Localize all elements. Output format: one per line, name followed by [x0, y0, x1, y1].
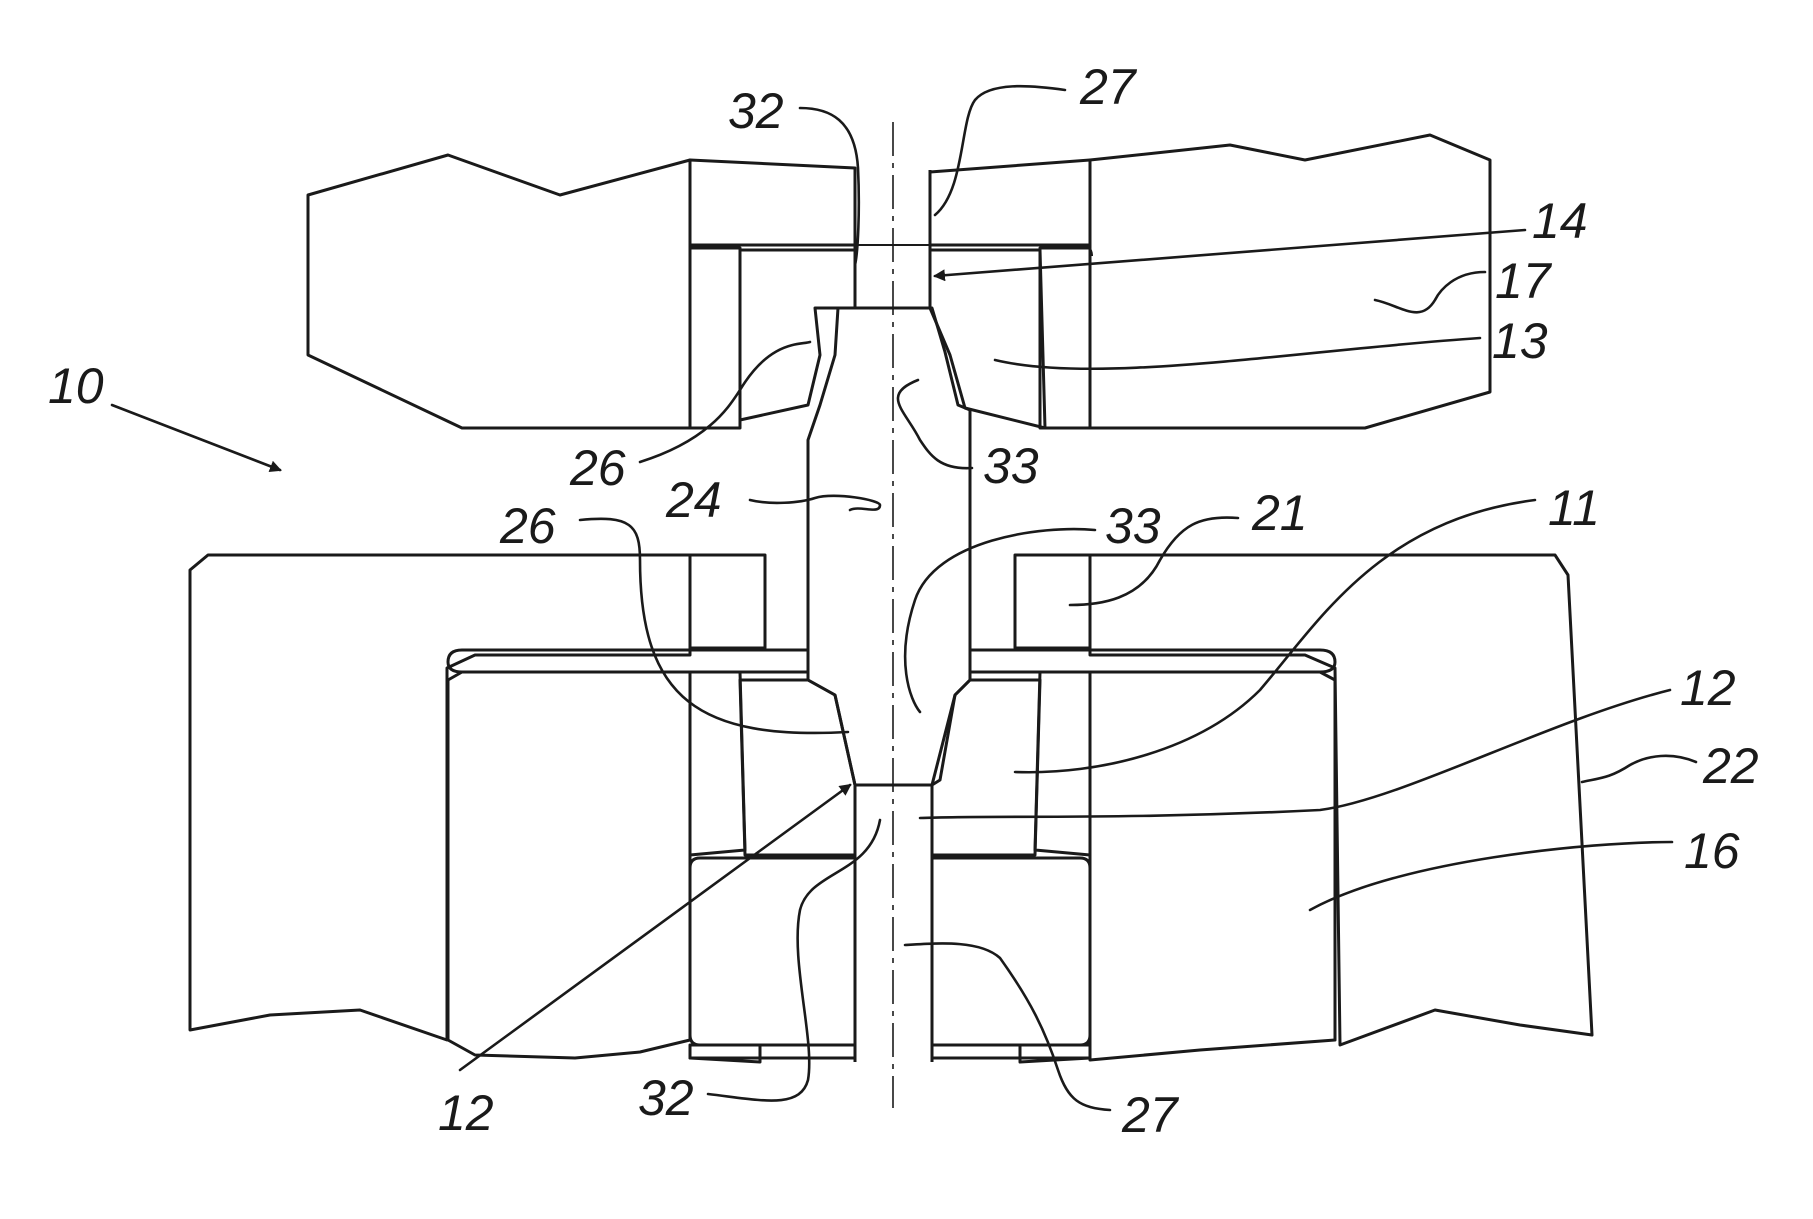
- label-21: 21: [1251, 485, 1308, 541]
- label-14: 14: [1532, 193, 1588, 249]
- lower-base-left: [690, 858, 855, 1045]
- label-33-mid: 33: [1105, 498, 1161, 554]
- upper-die-assembly: [308, 135, 1490, 428]
- label-32-bottom: 32: [638, 1070, 694, 1126]
- upper-top-plate-right: [930, 160, 1090, 245]
- shrink-ring-16-left: [448, 672, 690, 1058]
- label-22: 22: [1702, 738, 1759, 794]
- reference-numerals: 10 32 27 14 17 13 26 33 24 26 33 21 11 1…: [48, 59, 1759, 1143]
- label-26-top: 26: [569, 440, 626, 496]
- arrow-10: [112, 405, 280, 470]
- label-10: 10: [48, 358, 104, 414]
- lower-casing-right: [1035, 672, 1090, 855]
- upper-ring-right: [1040, 248, 1090, 428]
- label-17: 17: [1495, 253, 1553, 309]
- holder-22: [1090, 555, 1592, 1045]
- label-11: 11: [1548, 480, 1600, 536]
- holder-17-right: [1090, 135, 1490, 428]
- lower-base-right: [932, 858, 1090, 1045]
- ring-21-left: [690, 555, 765, 648]
- ring-21: [1015, 555, 1090, 648]
- lower-die-assembly: [190, 555, 1592, 1062]
- lower-casing-left: [690, 672, 745, 855]
- label-27-bottom: 27: [1121, 1087, 1180, 1143]
- holder-17-left: [308, 155, 690, 428]
- shrink-ring-16: [1090, 672, 1335, 1060]
- upper-top-plate-left: [690, 160, 855, 245]
- leader-lines: [112, 86, 1696, 1110]
- label-33-top: 33: [983, 438, 1039, 494]
- die-insert-11-left: [740, 680, 855, 855]
- lower-plate-band: [448, 650, 808, 672]
- die-insert-11: [932, 680, 1040, 855]
- label-32-top: 32: [728, 83, 784, 139]
- label-27-top: 27: [1079, 59, 1138, 115]
- label-13: 13: [1492, 313, 1548, 369]
- label-16: 16: [1684, 823, 1740, 879]
- label-12-bottom: 12: [438, 1085, 494, 1141]
- holder-22-left: [190, 555, 690, 1040]
- label-12-right: 12: [1680, 660, 1736, 716]
- workpiece-24: [808, 308, 970, 785]
- label-26-mid: 26: [499, 498, 556, 554]
- die-insert-13: [930, 250, 1045, 428]
- label-24: 24: [665, 472, 722, 528]
